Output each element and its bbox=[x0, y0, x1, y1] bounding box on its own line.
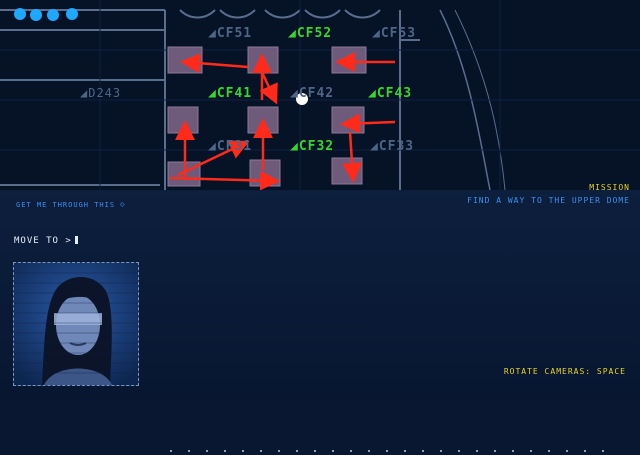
camera-label-cf51[interactable]: ◢CF51 bbox=[208, 26, 253, 41]
mission-text: FIND A WAY TO THE UPPER DOME bbox=[467, 196, 630, 205]
camera-arrows bbox=[169, 52, 396, 190]
separator-dots bbox=[170, 450, 604, 452]
camera-label-cf41[interactable]: ◢CF41 bbox=[208, 86, 253, 101]
mission-title: MISSION bbox=[589, 183, 630, 192]
status-lights bbox=[14, 8, 78, 21]
map-layout bbox=[0, 0, 640, 190]
character-speech: GET ME THROUGH THIS ☺ bbox=[16, 201, 126, 209]
move-to-prompt[interactable]: MOVE TO > bbox=[14, 236, 78, 246]
camera-node-cf32[interactable] bbox=[249, 159, 281, 187]
camera-label-cf32[interactable]: ◢CF32 bbox=[290, 139, 335, 154]
camera-label-cf53[interactable]: ◢CF53 bbox=[372, 26, 417, 41]
controls-hint: ROTATE CAMERAS: SPACE bbox=[503, 367, 626, 376]
camera-label-cf52[interactable]: ◢CF52 bbox=[288, 26, 333, 41]
portrait-image bbox=[14, 263, 138, 385]
camera-label-cf43[interactable]: ◢CF43 bbox=[368, 86, 413, 101]
room-label: ◢D243 bbox=[80, 86, 122, 100]
camera-node-cf51[interactable] bbox=[167, 46, 203, 74]
character-portrait bbox=[13, 262, 139, 386]
text-cursor bbox=[74, 236, 78, 244]
camera-node-cf33[interactable] bbox=[331, 157, 363, 185]
map-grid bbox=[0, 0, 640, 190]
camera-label-cf42[interactable]: ◢CF42 bbox=[290, 86, 335, 101]
camera-node-cf53[interactable] bbox=[331, 46, 367, 74]
security-camera-map: ◢CF51 ◢CF52 ◢CF53 ◢CF41 ◢CF42 ◢CF43 ◢CF3… bbox=[0, 0, 640, 190]
camera-node-cf41[interactable] bbox=[167, 106, 199, 134]
player-marker bbox=[296, 93, 308, 105]
camera-node-cf43[interactable] bbox=[331, 106, 365, 134]
prompt-label: MOVE TO > bbox=[14, 236, 72, 246]
camera-label-cf33[interactable]: ◢CF33 bbox=[370, 139, 415, 154]
camera-label-cf31[interactable]: ◢CF31 bbox=[208, 139, 253, 154]
